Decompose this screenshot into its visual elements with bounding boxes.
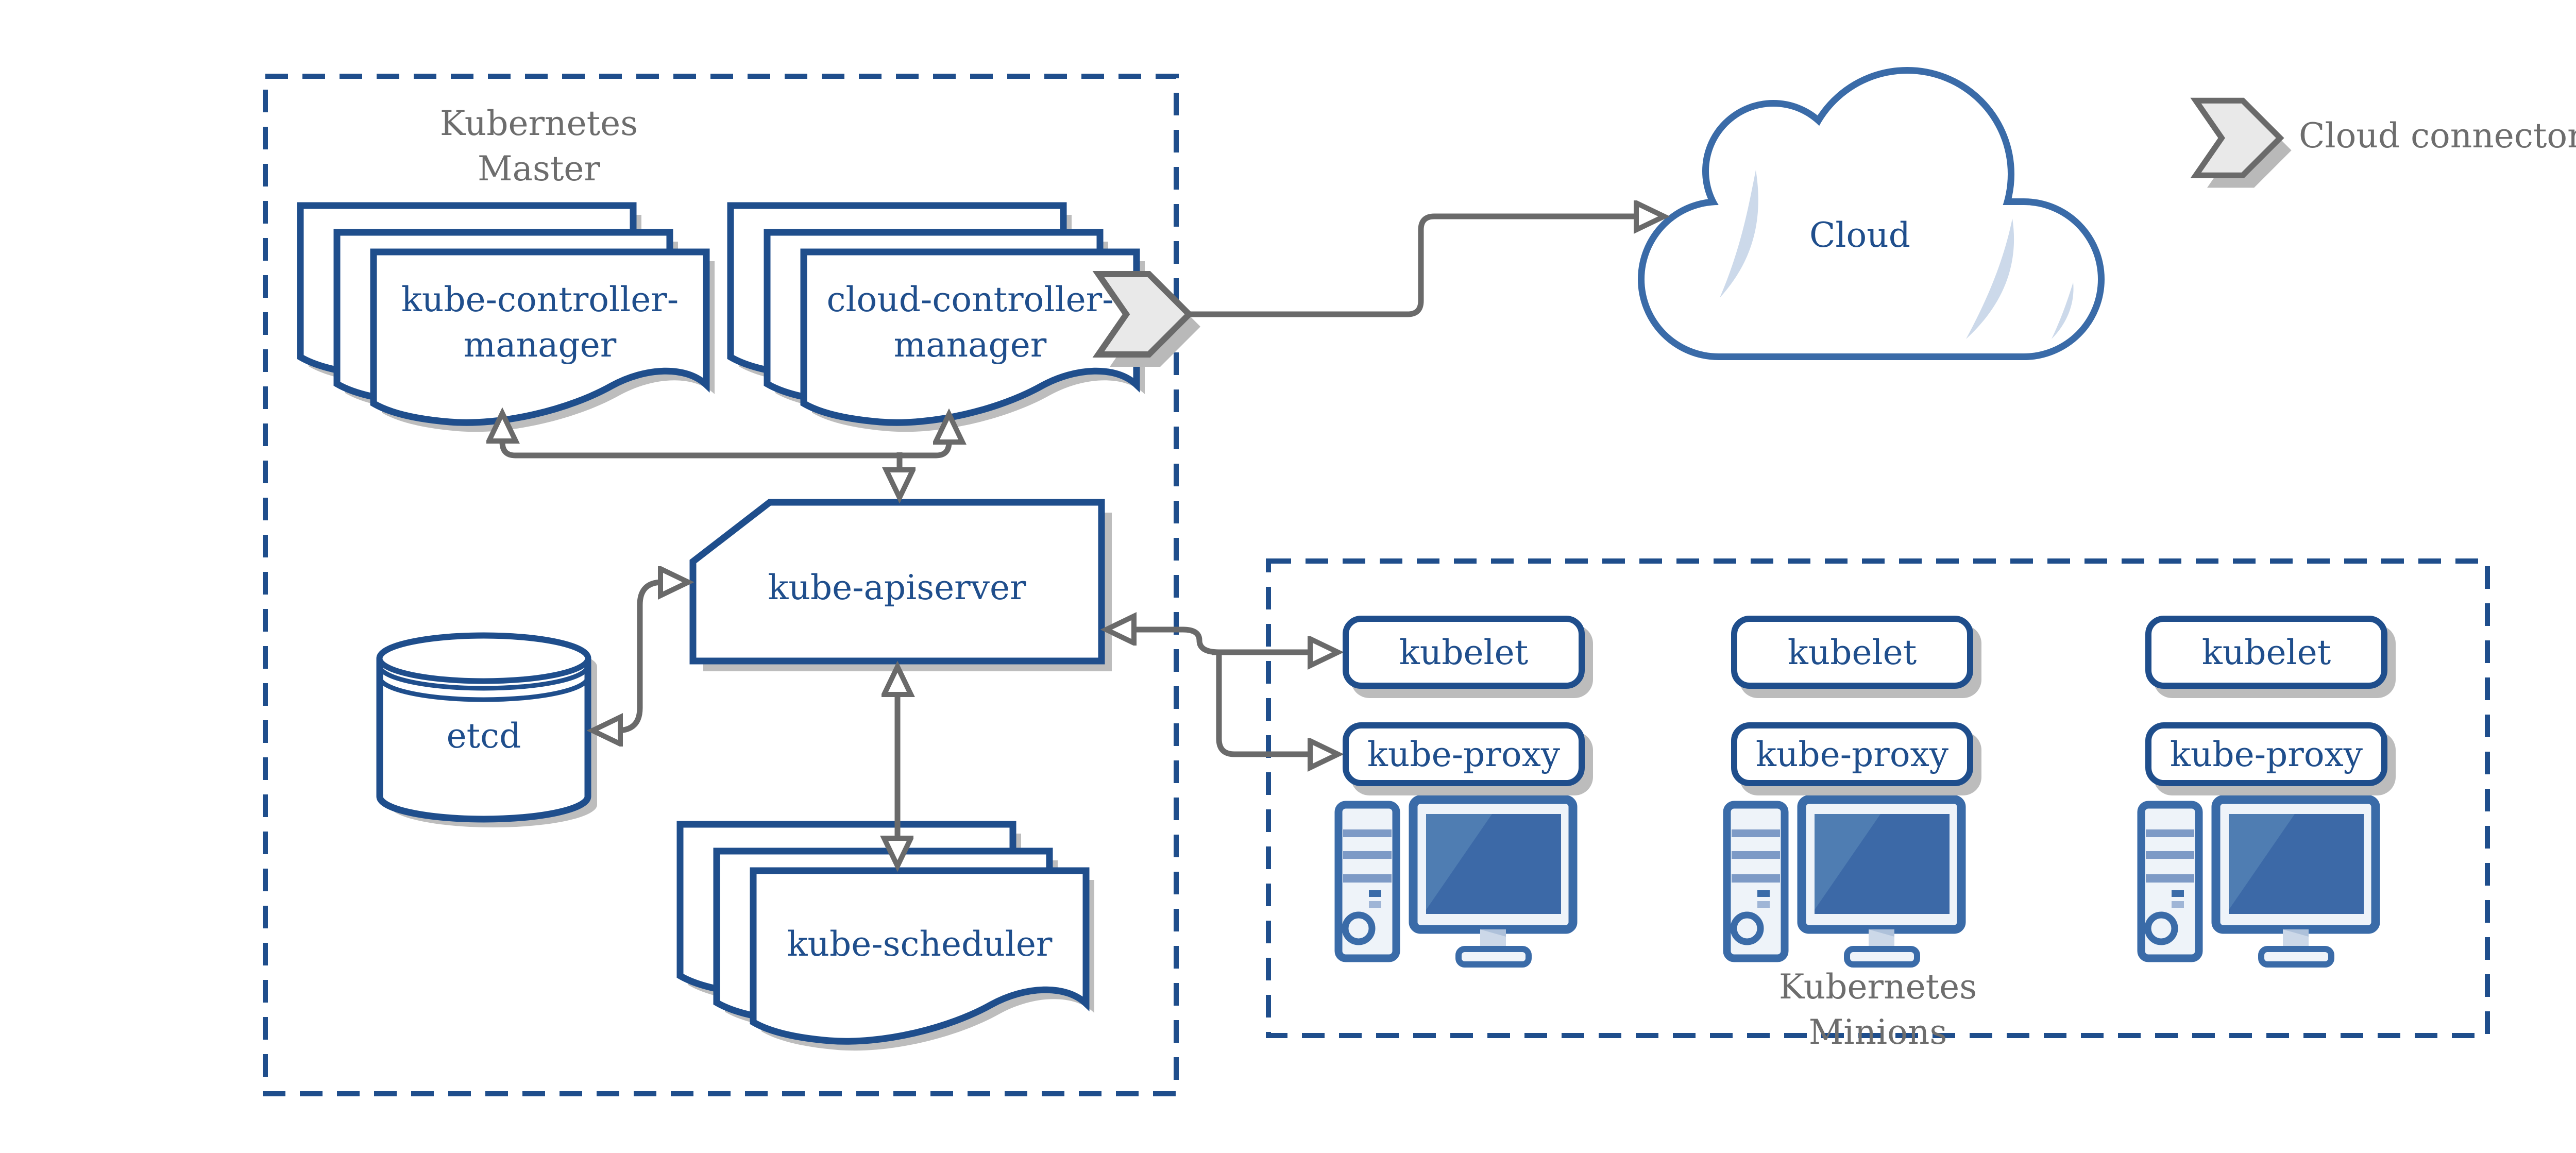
workstation-icon-node2 (1727, 800, 1961, 964)
arrow-apiserver-to-kube-proxy (1216, 652, 1338, 754)
kube-proxy-node2: kube-proxy (1731, 722, 1973, 786)
cloud-label: Cloud (1809, 215, 1911, 255)
minions-title-line2: Minions (1808, 1012, 1947, 1052)
connector-arrows (502, 216, 1664, 866)
arrow-apiserver-to-etcd (592, 652, 643, 731)
arrow-bus-to-kube-controller-manager (502, 413, 900, 459)
kubelet-node1-label: kubelet (1399, 632, 1529, 672)
kubernetes-master-boundary (263, 74, 1179, 1096)
etcd-label: etcd (446, 716, 521, 756)
cloud-shape (1638, 67, 2105, 360)
arrow-kubelet-to-apiserver (1106, 630, 1219, 655)
legend-cloud-connector-label: Cloud connector (2299, 116, 2576, 156)
kube-controller-manager-line2: manager (463, 325, 617, 365)
master-title-line2: Master (478, 149, 600, 189)
master-title-line1: Kubernetes (439, 104, 638, 143)
cloud-highlight-crescent (2052, 282, 2074, 339)
kubelet-node1: kubelet (1343, 616, 1585, 689)
workstation-icon-node1 (1338, 800, 1573, 964)
kube-scheduler-label: kube-scheduler (787, 924, 1053, 964)
etcd-cylinder (376, 632, 597, 827)
cloud-controller-manager-line1: cloud-controller- (826, 280, 1114, 319)
kube-apiserver-shape (689, 499, 1112, 671)
cloud-highlight-crescent (1720, 170, 1758, 298)
kube-apiserver-label: kube-apiserver (768, 568, 1026, 607)
kube-controller-manager-label: kube-controller- manager (334, 277, 746, 368)
arrow-cloud-controller-to-cloud (1188, 216, 1664, 317)
cloud-controller-manager-label: cloud-controller- manager (764, 277, 1176, 368)
kube-proxy-node2-label: kube-proxy (1755, 734, 1949, 774)
kubelet-node2-label: kubelet (1787, 632, 1917, 672)
kubernetes-minions-boundary (1266, 558, 2490, 1038)
kube-controller-manager-line1: kube-controller- (401, 280, 679, 319)
cloud-controller-manager-line2: manager (893, 325, 1047, 365)
kubelet-node2: kubelet (1731, 616, 1973, 689)
kube-proxy-node1: kube-proxy (1343, 722, 1585, 786)
master-title: Kubernetes Master (333, 101, 745, 192)
arrow-etcd-to-apiserver (637, 582, 688, 652)
minions-title: Kubernetes Minions (1672, 964, 2084, 1055)
kube-proxy-node1-label: kube-proxy (1367, 734, 1561, 774)
kubelet-node3-label: kubelet (2201, 632, 2331, 672)
kube-proxy-node3-label: kube-proxy (2170, 734, 2363, 774)
kubelet-node3: kubelet (2145, 616, 2387, 689)
minions-title-line1: Kubernetes (1778, 967, 1977, 1007)
legend-cloud-connector-icon (2196, 100, 2292, 188)
kube-proxy-node3: kube-proxy (2145, 722, 2387, 786)
arrow-bus-to-cloud-controller-manager (900, 414, 949, 459)
workstation-icon-node3 (2141, 800, 2376, 964)
cloud-highlight-crescent (1966, 218, 2014, 339)
